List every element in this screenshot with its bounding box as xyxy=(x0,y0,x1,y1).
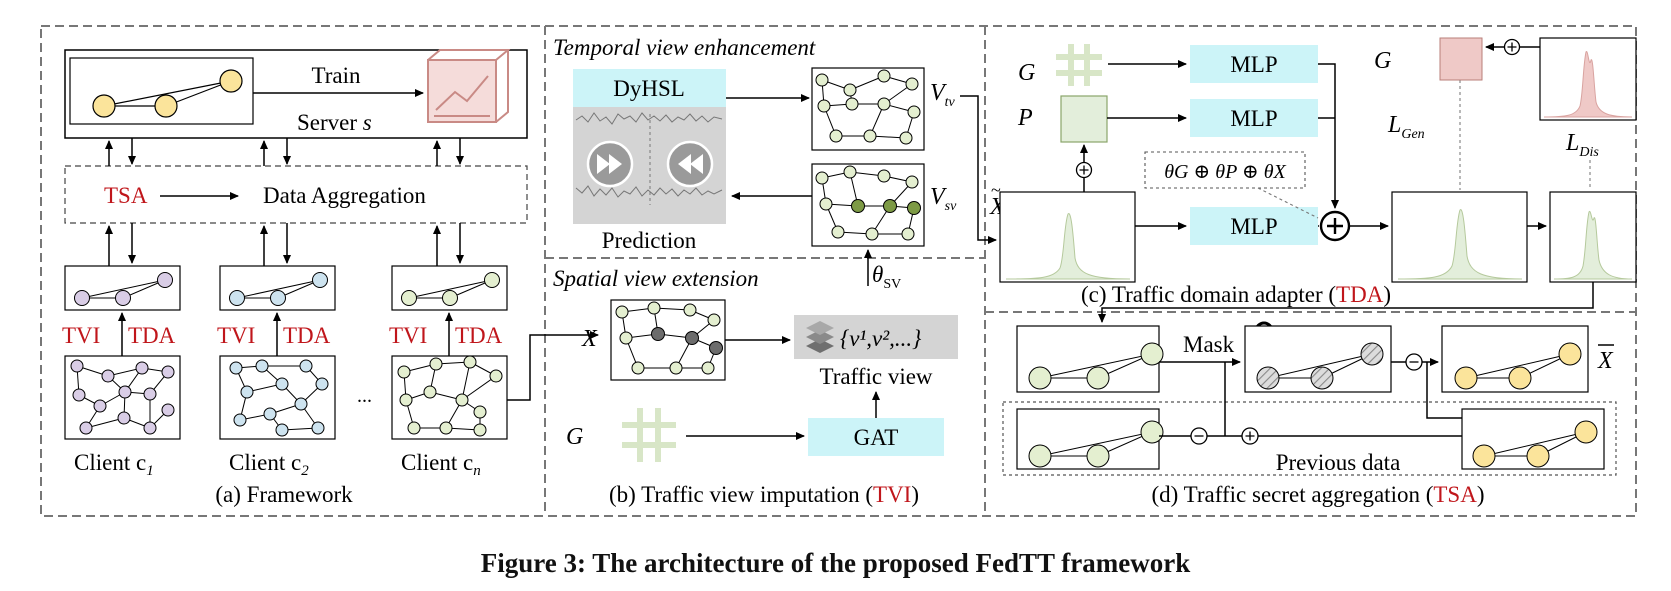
x-label: X xyxy=(581,326,598,352)
svg-text:TVI: TVI xyxy=(389,323,427,348)
client-graph-2 xyxy=(219,355,336,440)
mlp2-box xyxy=(1190,99,1318,137)
panel-a-title: (a) Framework xyxy=(215,482,353,507)
rewind-icon xyxy=(666,140,714,188)
signal-lines xyxy=(575,112,723,205)
theta-pointer xyxy=(1257,187,1319,219)
client-small-graph-1 xyxy=(64,265,181,311)
previous-data-graph-left xyxy=(1016,408,1164,470)
mlp2-label: MLP xyxy=(1230,106,1277,131)
tvi-tda-group-1: TVI TDA xyxy=(62,312,176,356)
temporal-title: Temporal view enhancement xyxy=(553,35,816,60)
vtv-graph xyxy=(811,67,925,151)
tvi-tda-group-2: TVI TDA xyxy=(217,312,331,356)
x-bar-label: X xyxy=(1597,348,1614,374)
forward-icon xyxy=(586,140,634,188)
tda-to-tsa-arrow xyxy=(1098,282,1594,323)
aggregation-box xyxy=(64,165,528,224)
g-pink-box xyxy=(1439,37,1483,81)
current-data-graph xyxy=(1016,325,1164,393)
dis-dist-box xyxy=(1539,37,1637,121)
out-dist-box xyxy=(1549,191,1637,283)
aggregation-client-arrows xyxy=(105,223,464,266)
panel-tsa: Mask X xyxy=(1002,321,1617,507)
layers-icon xyxy=(806,321,834,353)
masked-data-graph xyxy=(1244,325,1392,393)
client-graph-1 xyxy=(64,355,181,440)
data-aggregation-label: Data Aggregation xyxy=(263,183,426,208)
panel-b-title: (b) Traffic view imputation (TVI) xyxy=(609,482,919,507)
client-label-2: Client c2 xyxy=(229,450,309,479)
server-graph xyxy=(92,69,243,118)
server-var: s xyxy=(363,110,372,135)
client-label-n: Client cn xyxy=(401,450,481,479)
mlp3-box xyxy=(1190,207,1318,245)
panel-tvi: Temporal view enhancement DyHSL Predicti… xyxy=(553,35,958,507)
chart-box-icon xyxy=(427,49,511,123)
mlp1-box xyxy=(1190,45,1318,83)
g-label-b: G xyxy=(566,424,583,450)
client-small-graph-n xyxy=(391,265,508,311)
svg-text:TDA: TDA xyxy=(455,323,503,348)
gat-label: GAT xyxy=(854,425,899,450)
svg-text:TDA: TDA xyxy=(128,323,176,348)
panel-framework: Train Server s TSA Data Aggregation xyxy=(62,49,528,507)
clients-ellipsis: ... xyxy=(357,385,372,407)
client-graph-n xyxy=(391,355,508,440)
server-label: Server xyxy=(297,110,363,135)
traffic-view-label: Traffic view xyxy=(819,364,932,389)
theta-formula-label: θG ⊕ θP ⊕ θX xyxy=(1164,161,1286,183)
panel-tda: G MLP P MLP X ~ MLP θG ⊕ θP ⊕ θX xyxy=(989,37,1637,307)
svg-text:TVI: TVI xyxy=(217,323,255,348)
theta-sv-label: θSV xyxy=(872,262,901,292)
p-box xyxy=(1060,95,1108,143)
l-gen-label: LGen xyxy=(1387,112,1425,142)
figure-caption: Figure 3: The architecture of the propos… xyxy=(480,548,1191,578)
l-dis-label: LDis xyxy=(1565,130,1599,160)
vtv-to-xtilde-arrow xyxy=(960,95,997,244)
previous-data-graph-right xyxy=(1461,408,1605,470)
svg-text:TVI: TVI xyxy=(62,323,100,348)
panel-d-title: (d) Traffic secret aggregation (TSA) xyxy=(1152,482,1485,507)
svg-text:~: ~ xyxy=(991,180,1001,200)
tvi-tda-group-n: TVI TDA xyxy=(389,312,503,356)
vsv-graph xyxy=(811,163,925,247)
architecture-diagram: Train Server s TSA Data Aggregation xyxy=(40,25,1637,517)
mlp1-label: MLP xyxy=(1230,52,1277,77)
train-label: Train xyxy=(312,63,361,88)
g-label-c-right: G xyxy=(1374,48,1391,74)
v-sv-label: Vsv xyxy=(930,184,957,214)
spatial-title: Spatial view extension xyxy=(553,266,759,291)
v-tv-label: Vtv xyxy=(930,80,956,110)
xtilde-dist-box xyxy=(999,191,1136,283)
client-to-x-arrow xyxy=(507,331,599,401)
gat-box xyxy=(808,418,944,456)
theta-box xyxy=(1144,151,1306,189)
mask-label: Mask xyxy=(1183,332,1235,357)
x-graph xyxy=(610,299,726,381)
client-small-graph-2 xyxy=(219,265,336,311)
svg-text:Server s: Server s xyxy=(297,110,372,135)
grid-icon xyxy=(622,408,676,462)
minus-to-prev-connector xyxy=(1426,362,1462,419)
dyhsl-label: DyHSL xyxy=(613,76,685,101)
tsa-label: TSA xyxy=(104,183,148,208)
g-label-c-top: G xyxy=(1018,60,1035,86)
output-data-graph xyxy=(1441,325,1589,393)
prediction-label: Prediction xyxy=(602,228,697,253)
view-set-label: {v¹,v²,...} xyxy=(840,326,921,351)
p-label: P xyxy=(1017,105,1033,131)
svg-text:TDA: TDA xyxy=(283,323,331,348)
gen-dist-box xyxy=(1391,191,1528,283)
grid-icon xyxy=(1056,44,1102,86)
client-label-1: Client c1 xyxy=(74,450,154,479)
previous-data-label: Previous data xyxy=(1276,450,1401,475)
dyhsl-box xyxy=(573,69,726,107)
panel-c-title: (c) Traffic domain adapter (TDA) xyxy=(1081,282,1391,307)
server-aggregation-arrows xyxy=(105,138,464,166)
mlp3-label: MLP xyxy=(1230,214,1277,239)
